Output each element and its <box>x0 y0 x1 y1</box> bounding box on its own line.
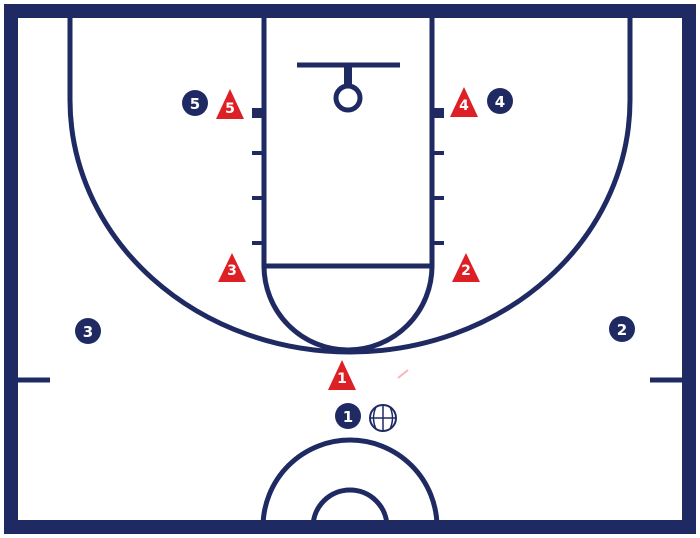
defender-label: 4 <box>459 98 469 114</box>
defender-4: 4 <box>450 87 478 117</box>
offense-marker <box>609 316 635 342</box>
defender-1: 1 <box>328 360 356 390</box>
offense-label: 5 <box>190 95 200 113</box>
offense-label: 1 <box>343 408 353 426</box>
defender-triangle <box>452 253 480 282</box>
offense-marker <box>75 318 101 344</box>
defender-triangle <box>328 360 356 390</box>
defender-triangle <box>216 89 244 119</box>
defender-3: 3 <box>218 253 246 282</box>
defender-label: 3 <box>227 263 237 279</box>
offense-label: 2 <box>617 321 627 339</box>
center-circle-outer <box>260 437 440 528</box>
defender-5: 5 <box>216 89 244 119</box>
defender-label: 1 <box>337 371 347 387</box>
offensive-player-3: 3 <box>75 318 101 344</box>
offensive-player-4: 4 <box>487 88 513 114</box>
offense-marker <box>487 88 513 114</box>
defender-label: 5 <box>225 101 235 117</box>
offense-label: 4 <box>495 93 505 111</box>
lane-block-right <box>434 108 444 118</box>
offense-marker <box>335 403 361 429</box>
offense-marker <box>182 90 208 116</box>
free-throw-circle <box>261 265 435 353</box>
offensive-player-2: 2 <box>609 316 635 342</box>
offense-label: 3 <box>83 323 93 341</box>
court-border <box>4 4 696 534</box>
defender-2: 2 <box>452 253 480 282</box>
defender-triangle <box>218 253 246 282</box>
free-throw-lane <box>261 18 435 269</box>
pass-mark <box>397 369 409 379</box>
lane-block-left <box>252 108 262 118</box>
offensive-player-5: 5 <box>182 90 208 116</box>
basketball-icon <box>369 404 397 432</box>
defender-label: 2 <box>461 263 471 279</box>
rim <box>333 83 363 113</box>
center-circle-inner <box>310 487 390 528</box>
offensive-player-1: 1 <box>335 403 361 429</box>
defender-triangle <box>450 87 478 117</box>
